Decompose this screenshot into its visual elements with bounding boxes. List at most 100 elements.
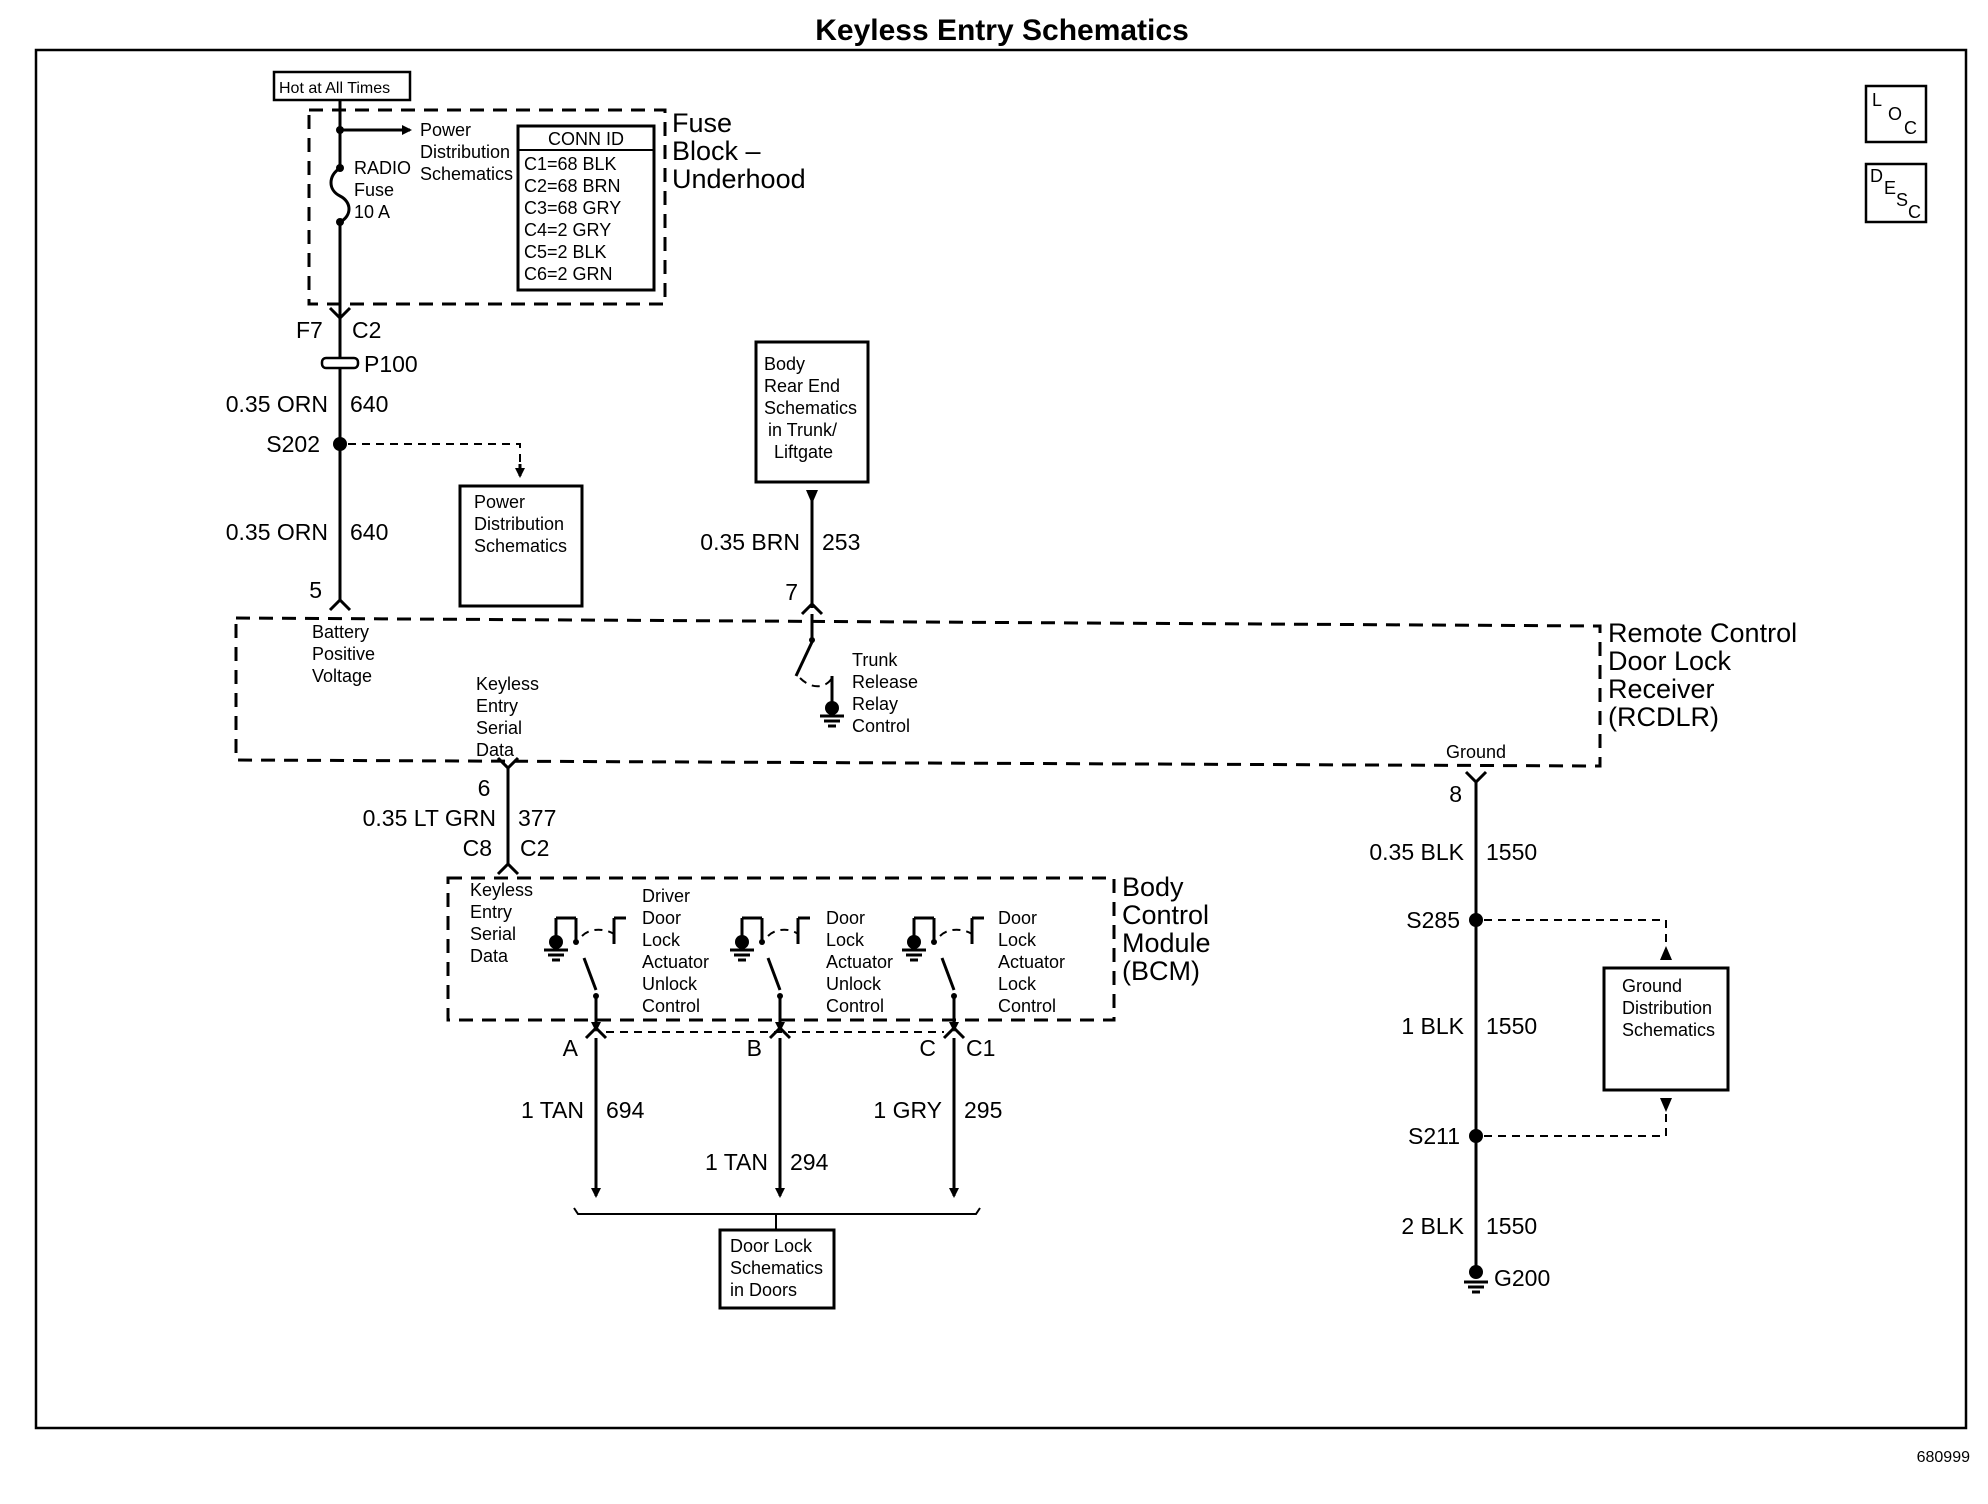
desc-icon[interactable]: D E S C bbox=[1864, 162, 1928, 224]
wire-color-label: 1 TAN bbox=[521, 1097, 584, 1123]
body-rear-end-ref-box[interactable] bbox=[754, 340, 870, 484]
bcm-serial-label: Data bbox=[470, 946, 509, 966]
wire-color-label: 0.35 LT GRN bbox=[363, 805, 496, 831]
svg-text:D: D bbox=[1870, 166, 1883, 186]
circuit-number-label: 295 bbox=[964, 1097, 1002, 1123]
bcm-driver-unlock-label: Driver bbox=[642, 886, 690, 906]
serial-data-circuit: 6 0.35 LT GRN 377 C8 C2 bbox=[363, 756, 556, 876]
wire-color-label: 0.35 BLK bbox=[1369, 839, 1464, 865]
driver-unlock-relay-switch bbox=[544, 916, 626, 1032]
document-number: 680999 bbox=[1917, 1449, 1970, 1466]
door-ref-line: Schematics bbox=[730, 1258, 823, 1278]
page-title: Keyless Entry Schematics bbox=[815, 14, 1189, 47]
bcm-door-lock-label: Lock bbox=[998, 974, 1037, 994]
bcm-door-unlock-label: Control bbox=[826, 996, 884, 1016]
bcm-driver-unlock-label: Door bbox=[642, 908, 681, 928]
door-ref-line: Door Lock bbox=[730, 1236, 813, 1256]
ground-g200-symbol bbox=[1464, 1265, 1488, 1294]
ground-label-g200: G200 bbox=[1494, 1265, 1550, 1291]
rcdlr-name-4: (RCDLR) bbox=[1608, 702, 1719, 732]
bcm-serial-label: Serial bbox=[470, 924, 516, 944]
power-distribution-ref-box[interactable] bbox=[458, 484, 584, 608]
trunk-relay-switch bbox=[794, 614, 844, 728]
rcdlr-name-3: Receiver bbox=[1608, 674, 1715, 704]
wire-color-label: 0.35 ORN bbox=[226, 519, 328, 545]
conn-id-row: C1=68 BLK bbox=[524, 154, 617, 174]
fuse-block-name-3: Underhood bbox=[672, 164, 806, 194]
splice-label-s202: S202 bbox=[266, 431, 320, 457]
rear-ref-line: in Trunk/ bbox=[768, 420, 837, 440]
bcm-driver-unlock-label: Control bbox=[642, 996, 700, 1016]
fuse-name-label: RADIO bbox=[354, 158, 411, 178]
splice-label-s285: S285 bbox=[1406, 907, 1460, 933]
rcdlr-serial-label: Data bbox=[476, 740, 515, 760]
rcdlr-name-1: Remote Control bbox=[1608, 618, 1797, 648]
wire-color-label: 1 TAN bbox=[705, 1149, 768, 1175]
rcdlr-trunk-label: Relay bbox=[852, 694, 898, 714]
splice-s211 bbox=[1469, 1129, 1483, 1143]
ground-circuit: 8 0.35 BLK 1550 S285 1 BLK 1550 S211 2 B… bbox=[1369, 770, 1730, 1294]
bcm-door-lock-label: Door bbox=[998, 908, 1037, 928]
radio-fuse-symbol bbox=[329, 166, 351, 224]
wire-color-label: 0.35 ORN bbox=[226, 391, 328, 417]
wire-color-label: 1 GRY bbox=[873, 1097, 942, 1123]
ground-ref-line: Distribution bbox=[1622, 998, 1712, 1018]
splice-label-s211: S211 bbox=[1408, 1123, 1460, 1149]
fuse-type-label: Fuse bbox=[354, 180, 394, 200]
power-ref-line: Schematics bbox=[474, 536, 567, 556]
conn-id-row: C2=68 BRN bbox=[524, 176, 621, 196]
rcdlr-serial-label: Entry bbox=[476, 696, 518, 716]
ground-ref-line: Ground bbox=[1622, 976, 1682, 996]
wire-color-label: 0.35 BRN bbox=[700, 529, 800, 555]
pin-6-label: 6 bbox=[478, 775, 491, 801]
connector-c2: C2 bbox=[520, 835, 549, 861]
door-unlock-relay-switch bbox=[730, 916, 810, 1032]
rear-ref-line: Body bbox=[764, 354, 805, 374]
rcdlr-ground-label: Ground bbox=[1446, 742, 1506, 762]
rcdlr-name-2: Door Lock bbox=[1608, 646, 1732, 676]
conn-id-table bbox=[516, 124, 656, 292]
bcm-name-3: Module bbox=[1122, 928, 1211, 958]
fuse-power-ref-2: Distribution bbox=[420, 142, 510, 162]
inline-connector-p100 bbox=[320, 356, 360, 370]
door-lock-relay-switch bbox=[902, 916, 984, 1032]
circuit-number-label: 1550 bbox=[1486, 839, 1537, 865]
bcm-door-lock-label: Actuator bbox=[998, 952, 1065, 972]
bcm-driver-unlock-label: Lock bbox=[642, 930, 681, 950]
bcm-door-unlock-label: Door bbox=[826, 908, 865, 928]
bcm-output-circuits: A B C C1 1 TAN 694 1 TAN 294 1 GRY 295 D… bbox=[521, 1025, 1002, 1310]
circuit-number-label: 1550 bbox=[1486, 1013, 1537, 1039]
splice-s202 bbox=[333, 437, 347, 451]
bcm-name-1: Body bbox=[1122, 872, 1184, 902]
loc-icon[interactable]: L O C bbox=[1864, 84, 1928, 144]
svg-text:C: C bbox=[1904, 118, 1917, 138]
door-lock-ref-box[interactable] bbox=[718, 1228, 836, 1310]
rcdlr-trunk-label: Trunk bbox=[852, 650, 898, 670]
bcm-module: Body Control Module (BCM) Keyless Entry … bbox=[446, 872, 1211, 1032]
bcm-name-2: Control bbox=[1122, 900, 1209, 930]
rear-ref-line: Rear End bbox=[764, 376, 840, 396]
rcdlr-battery-label: Positive bbox=[312, 644, 375, 664]
rcdlr-serial-label: Serial bbox=[476, 718, 522, 738]
svg-text:L: L bbox=[1872, 90, 1882, 110]
rear-ref-line: Liftgate bbox=[774, 442, 833, 462]
circuit-number-label: 1550 bbox=[1486, 1213, 1537, 1239]
bcm-door-lock-label: Lock bbox=[998, 930, 1037, 950]
fuse-power-ref-3: Schematics bbox=[420, 164, 513, 184]
bcm-door-unlock-label: Actuator bbox=[826, 952, 893, 972]
fuse-rating-label: 10 A bbox=[354, 202, 390, 222]
power-circuit: F7 C2 P100 0.35 ORN 640 S202 Power Distr… bbox=[226, 306, 584, 612]
fuse-block-outline bbox=[307, 108, 667, 306]
circuit-number-label: 377 bbox=[518, 805, 556, 831]
fuse-block-underhood: Hot at All Times Fuse Block – Underhood … bbox=[272, 70, 806, 318]
rcdlr-serial-label: Keyless bbox=[476, 674, 539, 694]
page-frame bbox=[34, 48, 1968, 1430]
power-ref-line: Power bbox=[474, 492, 525, 512]
rear-ref-line: Schematics bbox=[764, 398, 857, 418]
fuse-block-name-2: Block – bbox=[672, 136, 761, 166]
ground-distribution-ref-box[interactable] bbox=[1602, 966, 1730, 1092]
ground-ref-line: Schematics bbox=[1622, 1020, 1715, 1040]
connector-c1: C1 bbox=[966, 1035, 995, 1061]
pin-b-label: B bbox=[747, 1035, 762, 1061]
